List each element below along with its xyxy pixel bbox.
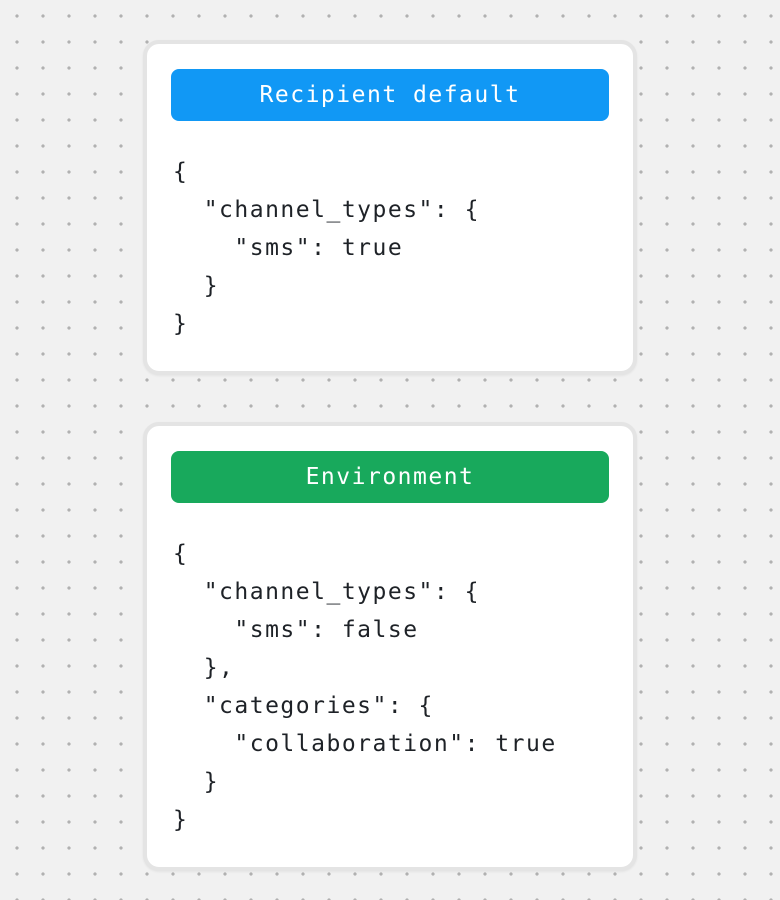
card-title-recipient-default: Recipient default [171, 69, 609, 121]
payload-card-environment: Environment { "channel_types": { "sms": … [143, 422, 637, 871]
payload-card-recipient-default: Recipient default { "channel_types": { "… [143, 40, 637, 375]
card-title-environment: Environment [171, 451, 609, 503]
json-code-block-recipient-default: { "channel_types": { "sms": true } } [173, 159, 480, 337]
json-code-block-environment: { "channel_types": { "sms": false }, "ca… [173, 541, 557, 833]
